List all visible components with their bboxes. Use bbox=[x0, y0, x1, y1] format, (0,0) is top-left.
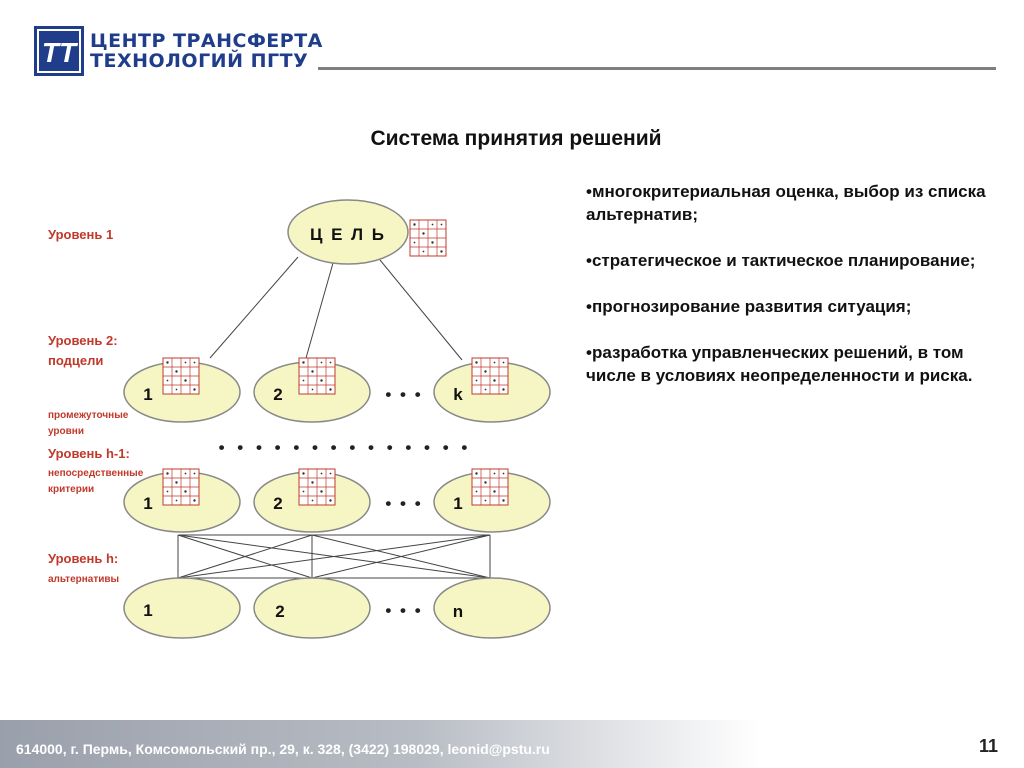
org-name-line2: ТЕХНОЛОГИЙ ПГТУ bbox=[90, 50, 309, 72]
subgoal-label-k: k bbox=[453, 385, 463, 404]
level-h1-sub-1: непосредственные bbox=[48, 468, 144, 479]
alternative-node-2 bbox=[253, 577, 371, 639]
bullet-item-1: •многокритериальная оценка, выбор из спи… bbox=[586, 182, 986, 224]
page-number: 11 bbox=[978, 736, 998, 756]
hierarchy-diagram: Уровень 1 Уровень 2: подцели промежуточн… bbox=[48, 199, 551, 639]
subgoal-matrix-icon-2 bbox=[298, 357, 336, 395]
criterion-matrix-icon-1 bbox=[162, 468, 200, 506]
subgoal-matrix-icon-1 bbox=[162, 357, 200, 395]
level-h1-sub-2: критерии bbox=[48, 484, 94, 495]
header-rule bbox=[318, 67, 996, 70]
bullet-item-2: •стратегическое и тактическое планирован… bbox=[586, 251, 976, 270]
criterion-matrix-icon-last bbox=[471, 468, 509, 506]
level-1-label: Уровень 1 bbox=[48, 227, 113, 242]
subgoal-ellipsis: • • • bbox=[385, 385, 422, 404]
intermediate-label-2: уровни bbox=[48, 426, 84, 437]
alternatives-ellipsis: • • • bbox=[385, 601, 422, 620]
criterion-matrix-icon-2 bbox=[298, 468, 336, 506]
edge-goal-sub1 bbox=[209, 256, 299, 359]
criterion-label-2: 2 bbox=[273, 494, 282, 513]
org-name: ЦЕНТР ТРАНСФЕРТА ТЕХНОЛОГИЙ ПГТУ bbox=[90, 30, 323, 72]
slide-title: Система принятия решений bbox=[370, 127, 662, 150]
level-h-title: Уровень h: bbox=[48, 551, 118, 566]
ctt-logo: TT bbox=[34, 26, 84, 76]
footer-bar bbox=[0, 720, 760, 768]
bullet-list: •многокритериальная оценка, выбор из спи… bbox=[586, 180, 996, 410]
alternative-label-2: 2 bbox=[275, 602, 284, 621]
intermediate-label-1: промежуточные bbox=[48, 410, 129, 421]
subgoal-matrix-icon-k bbox=[471, 357, 509, 395]
edge-goal-subk bbox=[379, 259, 463, 361]
goal-label: Ц Е Л Ь bbox=[310, 225, 386, 244]
subgoal-label-1: 1 bbox=[143, 385, 152, 404]
criterion-label-last: 1 bbox=[453, 494, 462, 513]
intermediate-levels-ellipsis: • • • • • • • • • • • • • • bbox=[219, 438, 472, 457]
edge-goal-sub2 bbox=[305, 262, 334, 359]
level-h1-title: Уровень h-1: bbox=[48, 446, 130, 461]
bullet-item-3: •прогнозирование развития ситуация; bbox=[586, 297, 912, 316]
level-2-title: Уровень 2: bbox=[48, 333, 118, 348]
edge-criteria-alternatives bbox=[177, 534, 491, 579]
alternative-label-1: 1 bbox=[143, 601, 152, 620]
goal-node bbox=[287, 199, 409, 265]
criteria-ellipsis: • • • bbox=[385, 494, 422, 513]
alternative-label-n: n bbox=[453, 602, 463, 621]
logo-text: TT bbox=[42, 37, 79, 68]
level-2-subtitle: подцели bbox=[48, 353, 103, 368]
goal-matrix-icon bbox=[409, 219, 447, 257]
level-h-sub: альтернативы bbox=[48, 574, 119, 585]
alternative-node-n bbox=[433, 577, 551, 639]
subgoal-label-2: 2 bbox=[273, 385, 282, 404]
org-name-line1: ЦЕНТР ТРАНСФЕРТА bbox=[90, 30, 323, 52]
footer-contact: 614000, г. Пермь, Комсомольский пр., 29,… bbox=[16, 741, 550, 757]
criterion-label-1: 1 bbox=[143, 494, 152, 513]
bullet-item-4: •разработка управленческих решений, в то… bbox=[586, 343, 973, 385]
alternative-node-1 bbox=[123, 577, 241, 639]
